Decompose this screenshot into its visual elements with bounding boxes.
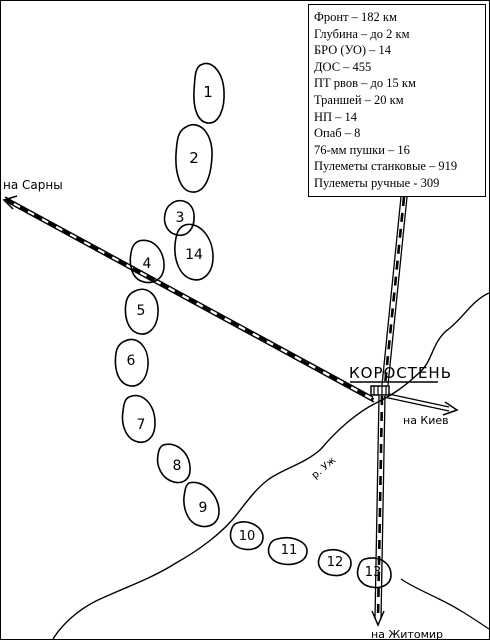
legend-at-ditches: ПТ рвов – до 15 км	[314, 76, 416, 91]
arrow-kiev	[442, 401, 459, 416]
legend-guns: 76-мм пушки – 16	[314, 142, 410, 157]
strongpoint-label-5: 5	[137, 303, 146, 319]
railway-zhitomir	[374, 395, 386, 620]
legend-depth: Глубина – до 2 км	[314, 26, 410, 41]
legend-trenches: Траншей – 20 км	[314, 92, 404, 107]
legend-dos: ДОС – 455	[314, 59, 372, 74]
arrow-sarny	[2, 195, 18, 210]
strongpoint-6: 6	[114, 338, 149, 387]
label-sarny: на Сарны	[3, 178, 63, 192]
legend-np: НП – 14	[314, 109, 358, 124]
railway-sarny	[4, 196, 375, 403]
strongpoint-9: 9	[183, 481, 220, 528]
korosten-station	[370, 385, 390, 396]
strongpoint-4: 4	[129, 239, 165, 284]
strongpoint-5: 5	[124, 288, 159, 335]
strongpoint-label-6: 6	[127, 353, 136, 369]
legend-box: Фронт – 182 км Глубина – до 2 км БРО (УО…	[308, 4, 486, 197]
railway-north	[381, 196, 408, 386]
strongpoint-10: 10	[229, 521, 264, 551]
strongpoint-label-8: 8	[173, 458, 182, 474]
strongpoint-label-9: 9	[199, 500, 208, 516]
strongpoint-12: 12	[317, 548, 352, 577]
strongpoint-8: 8	[156, 443, 191, 484]
strongpoint-label-4: 4	[143, 256, 152, 272]
legend-bro: БРО (УО) – 14	[314, 43, 392, 58]
strongpoint-7: 7	[121, 394, 156, 443]
strongpoint-label-11: 11	[281, 543, 298, 558]
strongpoint-label-3: 3	[176, 210, 185, 226]
strongpoint-13: 13	[356, 557, 392, 589]
legend-mg-light: Пулеметы ручные - 309	[314, 175, 440, 190]
strongpoint-2: 2	[175, 124, 213, 193]
strongpoint-1: 1	[193, 62, 225, 124]
river-tributary	[400, 578, 490, 630]
strongpoint-label-1: 1	[203, 83, 213, 101]
label-river-uzh: р. Уж	[310, 455, 338, 481]
strongpoint-14: 14	[174, 223, 214, 281]
strongpoint-11: 11	[267, 536, 308, 566]
river-uzh	[52, 292, 490, 640]
label-kiev: на Киев	[403, 414, 449, 427]
legend-front: Фронт – 182 км	[314, 10, 397, 24]
legend-mg-mounted: Пулеметы станковые – 919	[314, 159, 458, 174]
strongpoint-label-7: 7	[137, 417, 146, 433]
railway-kiev	[383, 392, 450, 412]
label-korosten: КОРОСТЕНЬ	[349, 364, 452, 382]
strongpoint-label-13: 13	[365, 565, 382, 580]
legend-opab: Опаб – 8	[314, 126, 361, 141]
arrow-zhitomir	[371, 610, 385, 627]
strongpoint-label-2: 2	[189, 149, 199, 167]
strongpoint-label-12: 12	[327, 555, 344, 570]
strongpoint-label-10: 10	[239, 529, 256, 544]
strongpoint-label-14: 14	[185, 247, 203, 263]
label-zhitomir: на Житомир	[371, 628, 443, 641]
